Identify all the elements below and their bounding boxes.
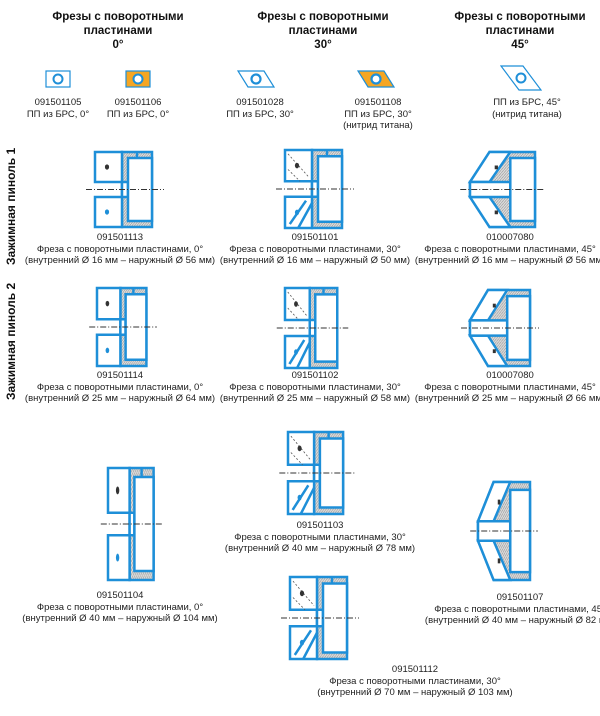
insert-code: 091501108 — [354, 97, 402, 108]
cutter-dims: (внутренний Ø 25 мм – наружный Ø 58 мм) — [219, 393, 411, 404]
insert-square-icon — [45, 70, 71, 88]
insert-desc: ПП из БРС, 30° — [344, 108, 412, 120]
cutter-name: Фреза с поворотными пластинами, 30° — [329, 675, 501, 687]
cutter-dims: (внутренний Ø 40 мм – наружный Ø 78 мм) — [224, 543, 416, 554]
cutter-code: 010007080 — [486, 232, 534, 243]
cutter-name: Фреза с поворотными пластинами, 30° — [229, 381, 401, 393]
insert-code: 091501105 — [34, 97, 82, 108]
insert-code: 091501106 — [114, 97, 162, 108]
cutter-name: Фреза с поворотными пластинами, 0° — [36, 243, 204, 255]
cutter-code: 091501113 — [96, 232, 144, 243]
cutter-drawing — [290, 577, 350, 659]
cutter-drawing — [285, 150, 345, 228]
cutter-code: 091501112 — [391, 664, 439, 675]
cutter-dims: (внутренний Ø 16 мм – наружный Ø 50 мм) — [219, 255, 411, 266]
cutter-name: Фреза с поворотными пластинами, 0° — [36, 381, 204, 393]
cutter-dims: (внутренний Ø 16 мм – наружный Ø 56 мм) — [24, 255, 216, 266]
insert-desc: ПП из БРС, 0° — [106, 108, 170, 120]
insert-note: (нитрид титана) — [343, 120, 413, 131]
cutter-name: Фреза с поворотными пластинами, 0° — [36, 601, 204, 613]
header-line: Фрезы с поворотными — [52, 11, 184, 23]
cutter-dims: (внутренний Ø 25 мм – наружный Ø 66 мм) — [414, 393, 600, 404]
insert-rhombus-30-coated-icon — [357, 70, 395, 88]
insert-desc: ПП из БРС, 45° — [493, 97, 561, 108]
cutter-name: Фреза с поворотными пластинами, 30° — [234, 531, 406, 543]
cutter-name: Фреза с поворотными пластинами, 45° — [434, 603, 600, 615]
cutter-name: Фреза с поворотными пластинами, 30° — [229, 243, 401, 255]
header-0deg: Фрезы с поворотными пластинами 0° — [28, 10, 208, 52]
insert-rhombus-45-icon — [500, 65, 542, 91]
cutter-dims: (внутренний Ø 16 мм – наружный Ø 56 мм) — [414, 255, 600, 266]
insert-note: (нитрид титана) — [492, 108, 562, 120]
cutter-dims: (внутренний Ø 25 мм – наружный Ø 64 мм) — [24, 393, 216, 404]
cutter-drawing — [108, 468, 156, 580]
header-45deg: Фрезы с поворотными пластинами 45° — [430, 10, 600, 52]
cutter-code: 091501107 — [496, 592, 544, 603]
cutter-dims: (внутренний Ø 70 мм – наружный Ø 103 мм) — [317, 687, 513, 698]
header-line: Фрезы с поворотными — [257, 11, 389, 23]
insert-square-coated-icon — [125, 70, 151, 88]
cutter-code: 091501114 — [96, 370, 144, 381]
cutter-name: Фреза с поворотными пластинами, 45° — [424, 243, 596, 255]
cutter-code: 091501102 — [291, 370, 339, 381]
header-angle: 30° — [314, 39, 332, 51]
cutter-code: 091501104 — [96, 590, 144, 601]
cutter-code: 091501101 — [291, 232, 339, 243]
cutter-code: 091501103 — [296, 520, 344, 531]
header-angle: 0° — [112, 39, 124, 51]
insert-caption: ПП из БРС, 45°(нитрид титана) — [417, 97, 600, 120]
header-line: пластинами — [83, 25, 153, 37]
cutter-dims: (внутренний Ø 40 мм – наружный Ø 82 мм) — [424, 615, 600, 626]
cutter-drawing — [97, 288, 149, 366]
header-line: пластинами — [288, 25, 358, 37]
cutter-drawing — [288, 432, 346, 514]
cutter-drawing — [478, 482, 530, 580]
insert-desc: ПП из БРС, 30° — [226, 108, 294, 120]
cutter-drawing — [470, 290, 530, 366]
header-30deg: Фрезы с поворотными пластинами 30° — [233, 10, 413, 52]
cutter-drawing — [285, 288, 340, 368]
header-line: Фрезы с поворотными — [454, 11, 586, 23]
insert-code: 091501028 — [236, 97, 284, 108]
cutter-name: Фреза с поворотными пластинами, 45° — [424, 381, 596, 393]
header-line: пластинами — [485, 25, 555, 37]
cutter-dims: (внутренний Ø 40 мм – наружный Ø 104 мм) — [22, 613, 218, 624]
cutter-drawing — [95, 152, 155, 227]
cutter-code: 010007080 — [486, 370, 534, 381]
header-angle: 45° — [511, 39, 529, 51]
insert-rhombus-30-icon — [237, 70, 275, 88]
insert-desc: ПП из БРС, 0° — [26, 108, 90, 120]
cutter-drawing — [470, 152, 535, 227]
